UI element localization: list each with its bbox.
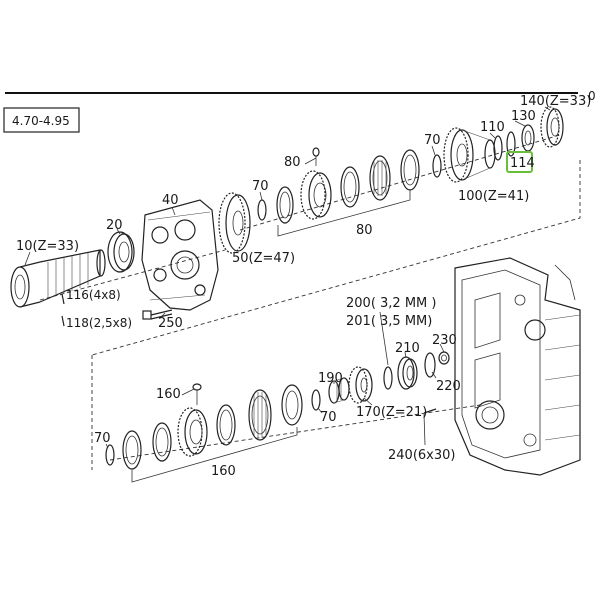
label-70-b: 70 [424, 133, 441, 148]
label-118: 118(2,5x8) [66, 316, 132, 330]
label-220: 220 [436, 379, 461, 394]
label-70-a: 70 [252, 179, 269, 194]
part-190-needle-bearing [328, 377, 350, 404]
part-20-bearing [107, 231, 135, 273]
part-210-bearing [397, 356, 418, 390]
part-40-housing [141, 199, 219, 311]
label-160-pin: 160 [156, 387, 181, 402]
part-200-shim [383, 366, 393, 390]
part-10-shaft [10, 249, 106, 308]
assembly-guides [39, 134, 581, 470]
gearbox-casing [454, 257, 581, 476]
part-170-gear [348, 366, 373, 404]
part-70-ring-b [432, 154, 442, 178]
callout-labels: 10(Z=33) 20 40 50(Z=47) 70 80 80 70 110 … [16, 94, 591, 479]
reference-code: 4.70-4.95 [12, 114, 70, 128]
part-110-ring [493, 135, 503, 161]
label-230: 230 [432, 333, 457, 348]
part-230-plug [438, 351, 450, 365]
part-160-synchro-group [122, 384, 303, 483]
part-100-gear [443, 127, 496, 183]
label-130: 130 [511, 109, 536, 124]
label-140: 140(Z=33) [520, 94, 591, 109]
part-130-bearing [521, 124, 535, 152]
part-70-ring-c [311, 389, 321, 411]
label-200: 200( 3,2 MM ) [346, 296, 436, 311]
label-190: 190 [318, 371, 343, 386]
label-250: 250 [158, 316, 183, 331]
part-80-synchro-group [276, 149, 420, 237]
part-50-gear [218, 192, 251, 254]
highlight-box-114 [506, 151, 533, 173]
label-210: 210 [395, 341, 420, 356]
corner-mark: 0 [588, 89, 596, 103]
label-114: 114 [510, 156, 535, 171]
label-70-c: 70 [320, 410, 337, 425]
label-170: 170(Z=21) [356, 405, 427, 420]
part-220-ring [424, 352, 436, 378]
label-100: 100(Z=41) [458, 189, 529, 204]
part-80-pin [312, 147, 320, 166]
label-20: 20 [106, 218, 123, 233]
part-70-ring-d [105, 444, 115, 466]
part-160-pin [192, 383, 202, 405]
label-70-d: 70 [94, 431, 111, 446]
label-10: 10(Z=33) [16, 239, 79, 254]
label-50: 50(Z=47) [232, 251, 295, 266]
label-160-group: 160 [211, 464, 236, 479]
part-114-ring [506, 131, 516, 157]
leader-lines [24, 106, 551, 449]
reference-box [3, 107, 80, 133]
label-80-group: 80 [356, 223, 373, 238]
part-240-pin [423, 408, 437, 414]
part-70-ring-a [257, 199, 267, 221]
label-116: 116(4x8) [66, 288, 121, 302]
part-116-118-pins [61, 293, 65, 327]
label-201: 201( 3,5 MM) [346, 314, 432, 329]
label-40: 40 [162, 193, 179, 208]
label-240: 240(6x30) [388, 448, 455, 463]
label-110: 110 [480, 120, 505, 135]
label-80-pin: 80 [284, 155, 301, 170]
part-140-gear [540, 106, 564, 148]
